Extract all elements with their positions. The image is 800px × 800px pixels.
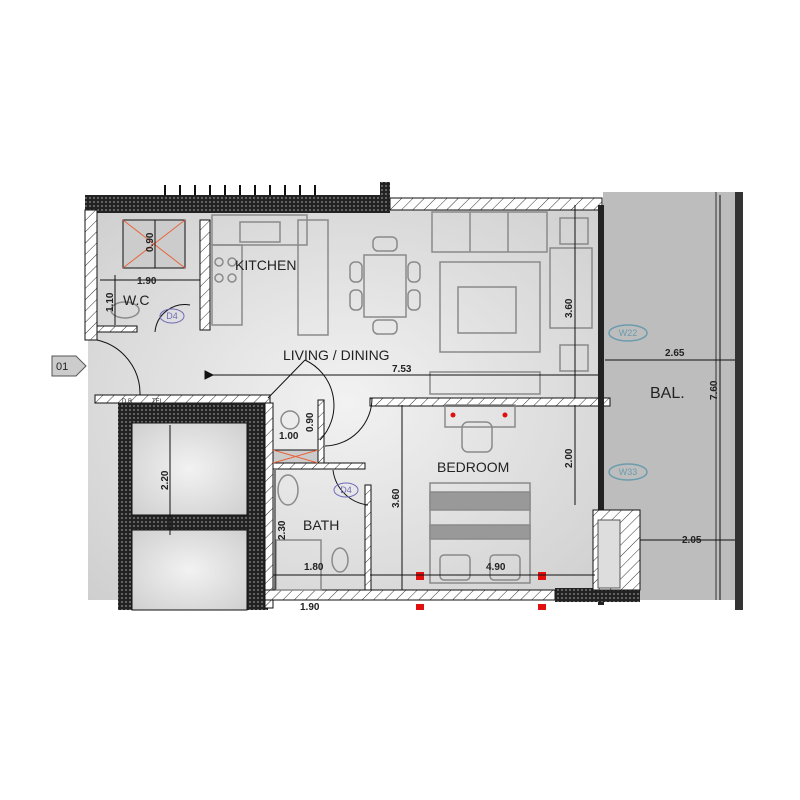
wall-bottom	[264, 589, 556, 601]
door-tag-bath: D4	[333, 482, 359, 498]
kitchen-counter	[211, 214, 329, 336]
wall-bath-left	[264, 402, 274, 609]
doors	[96, 304, 373, 506]
room-label-balcony: BAL.	[650, 385, 685, 402]
wall-top-living	[389, 197, 603, 211]
dim-bath-lower-width: 1.90	[300, 602, 320, 613]
svg-text:D4: D4	[340, 485, 352, 495]
dim-living-depth: 3.60	[564, 298, 575, 318]
room-label-kitchen: KITCHEN	[235, 257, 296, 273]
db-label: D.B	[122, 399, 132, 405]
wall-kitchen-wc	[199, 219, 211, 331]
kitchen-shaft-void	[122, 219, 186, 269]
wall-living-bedroom	[369, 397, 611, 407]
dim-bedroom-width: 4.90	[486, 562, 506, 573]
wall-living-balcony	[598, 205, 604, 605]
window-mullions	[164, 185, 316, 195]
wall-bath-right	[364, 484, 372, 596]
red-fixtures	[416, 412, 546, 610]
dim-balcony-lower-width: 2.05	[682, 535, 702, 546]
dim-living-width: 7.53	[392, 364, 412, 375]
room-label-bath: BATH	[303, 517, 339, 533]
sofa-set	[429, 211, 593, 395]
dim-shaft-width: 1.00	[279, 431, 299, 442]
dim-balcony-length: 7.60	[709, 380, 720, 400]
lift-2	[131, 529, 248, 611]
dim-bedroom-depth: 3.60	[391, 488, 402, 508]
balcony-railing	[735, 192, 743, 610]
stair	[597, 519, 621, 589]
dining-table	[349, 236, 421, 335]
dim-bath-depth: 2.30	[277, 520, 288, 540]
wall-top-dark	[85, 195, 390, 213]
svg-text:D4: D4	[166, 311, 178, 321]
dim-bedroom-wardrobe: 2.00	[564, 448, 575, 468]
svg-text:W22: W22	[619, 328, 638, 338]
window-tag-living: W22	[608, 324, 648, 342]
bath-shaft-void	[272, 449, 319, 464]
desk	[444, 404, 516, 453]
room-label-wc: W.C	[123, 292, 149, 308]
door-tag-wc: D4	[159, 308, 185, 324]
dim-wc-depth: 1.10	[105, 292, 116, 312]
dim-bath-width: 1.80	[304, 562, 324, 573]
svg-text:01: 01	[56, 361, 68, 373]
dim-kitchen-shaft: 0.90	[145, 232, 156, 252]
dim-balcony-width: 2.65	[665, 348, 685, 359]
lift-1	[131, 422, 248, 516]
wall-left	[84, 209, 98, 341]
wall-shaft-right	[317, 399, 325, 469]
room-label-living: LIVING / DINING	[283, 347, 390, 363]
bed	[429, 482, 531, 584]
dim-lift-depth: 2.20	[160, 470, 171, 490]
room-label-bedroom: BEDROOM	[437, 459, 509, 475]
wall-bottom-dark	[555, 588, 640, 602]
wall-bath-top	[272, 462, 366, 470]
dim-wc-width: 1.90	[137, 276, 157, 287]
wall-top-left	[380, 182, 390, 207]
wall-wc-bottom	[96, 325, 138, 333]
bath-fixtures	[110, 301, 349, 591]
entry-marker: 01	[51, 355, 87, 377]
svg-text:W33: W33	[619, 467, 638, 477]
dim-shaft-depth: 0.90	[305, 412, 316, 432]
dimension-lines	[100, 195, 735, 601]
window-tag-bedroom: W33	[608, 463, 648, 481]
tel-label: TEL	[152, 399, 164, 405]
